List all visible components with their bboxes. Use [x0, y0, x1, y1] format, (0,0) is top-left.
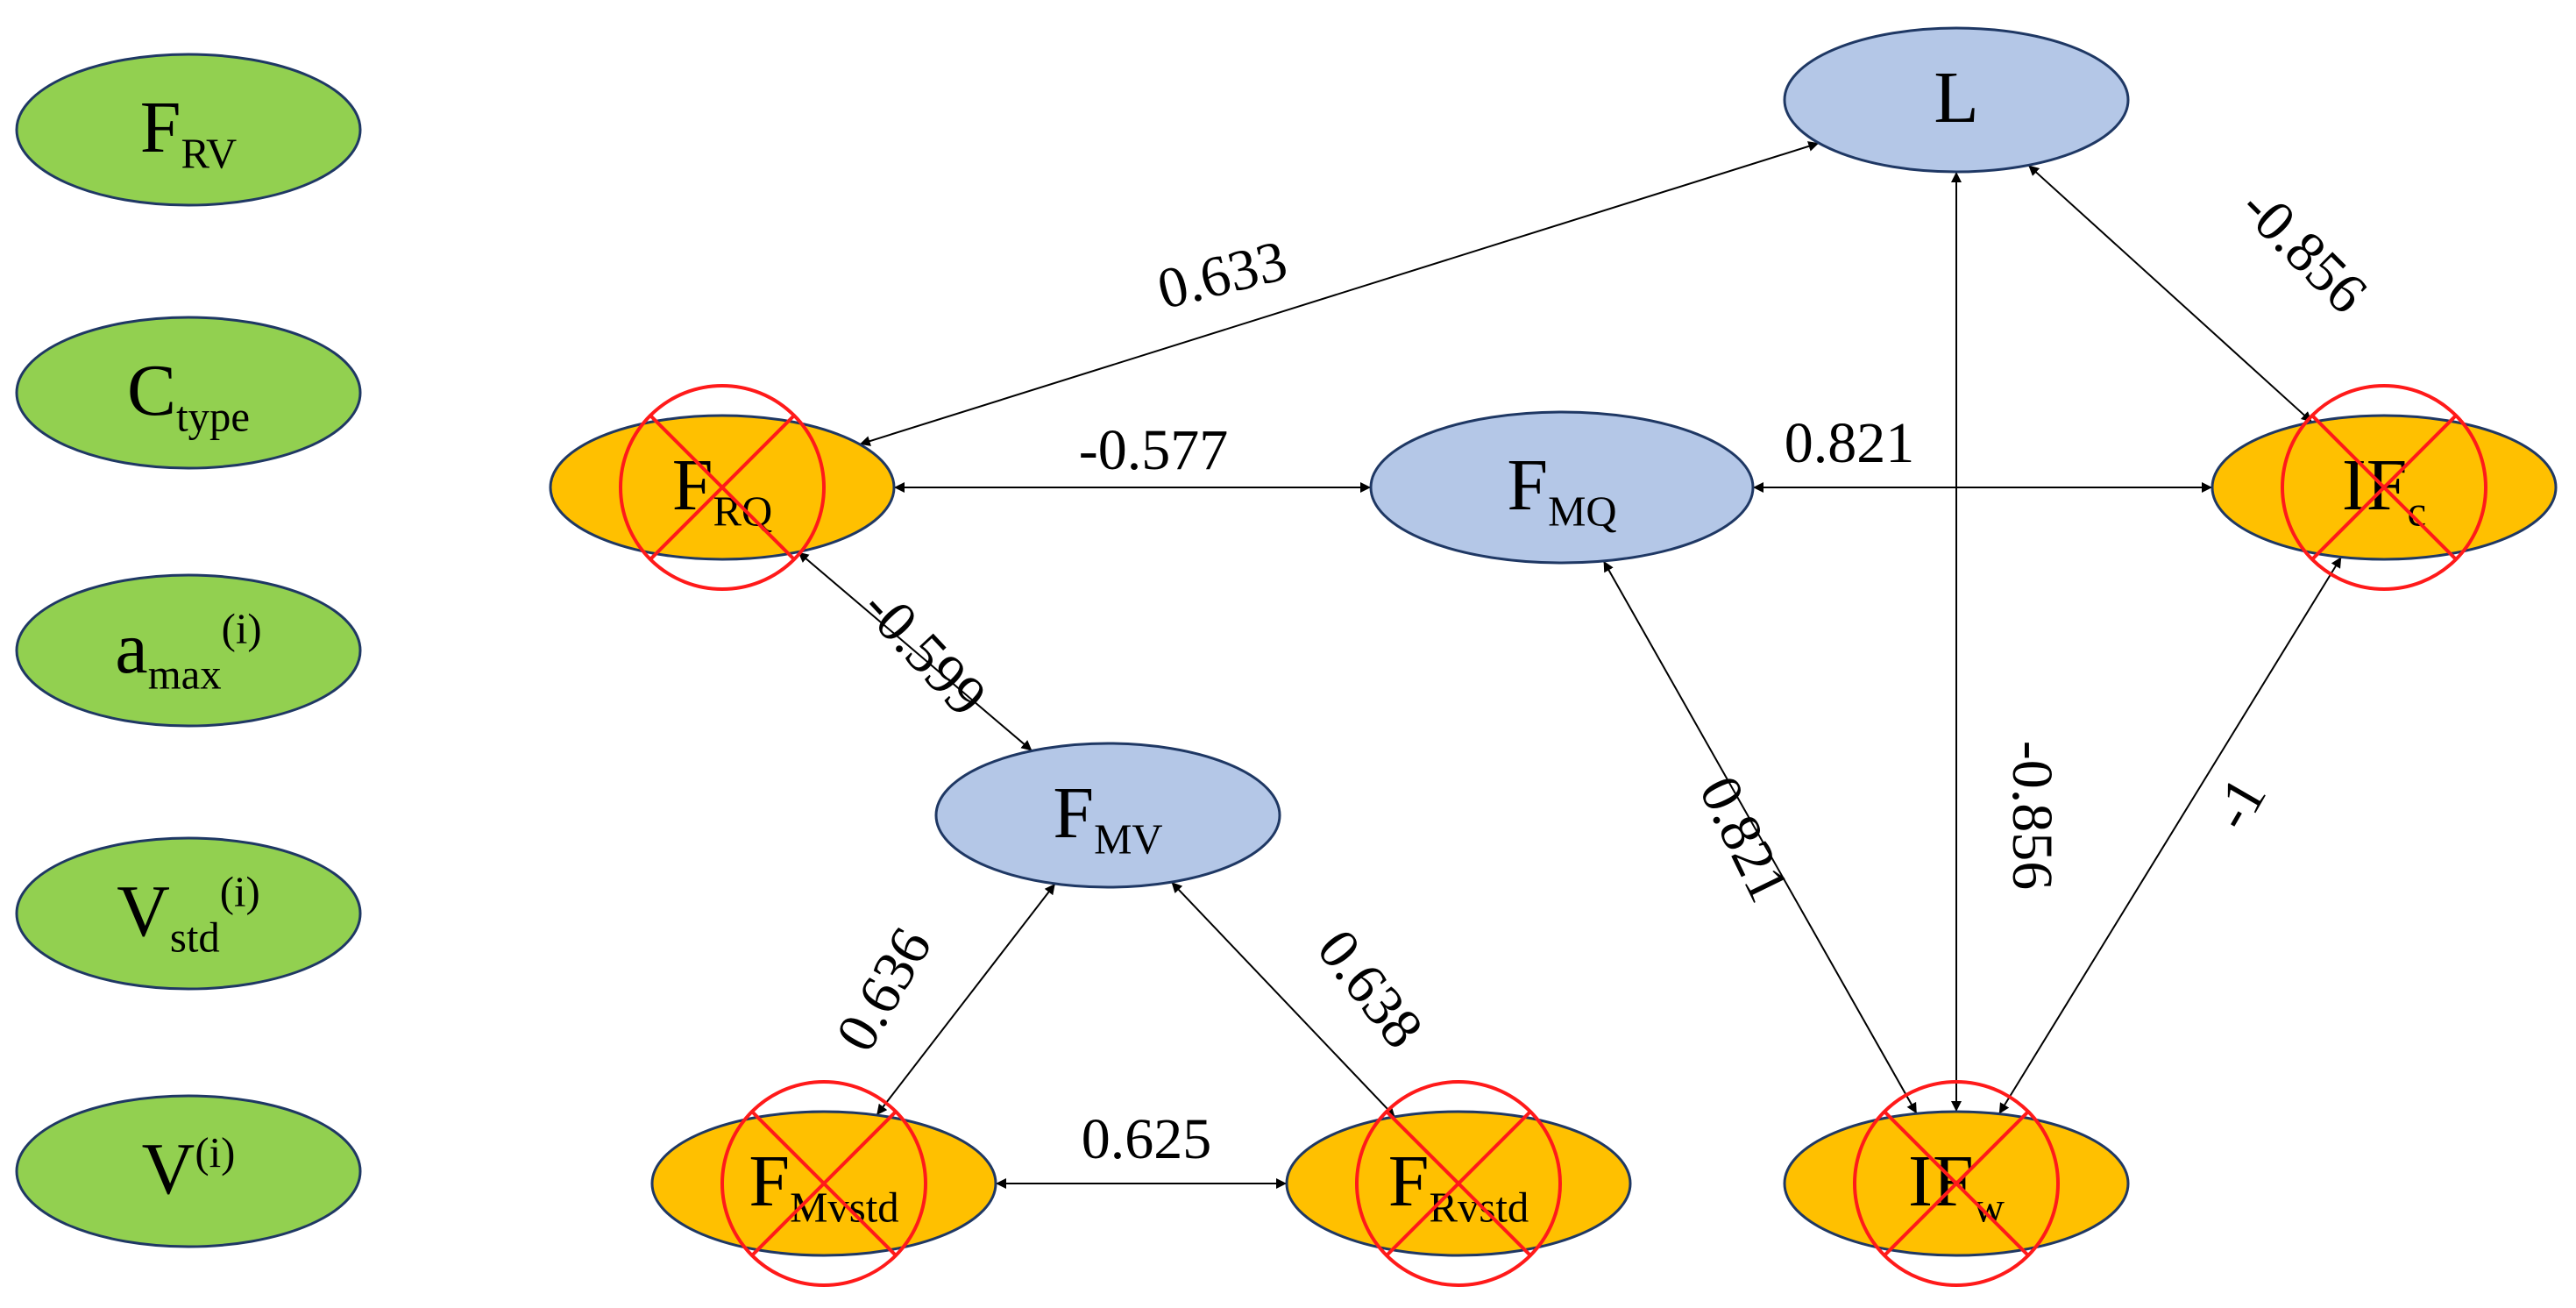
edges-layer: [797, 141, 2343, 1189]
node-ifw-main: IF: [1908, 1141, 1974, 1222]
node-amax-ellipse: [15, 573, 362, 728]
node-amax-sub: max: [148, 651, 222, 699]
node-fmq: FMQ: [1369, 410, 1755, 565]
node-fmvstd-label: FMvstd: [749, 1141, 898, 1231]
node-fmq-sub: MQ: [1548, 488, 1617, 536]
node-ctype-sub: type: [176, 394, 250, 441]
node-l-main: L: [1934, 57, 1978, 139]
node-frvstd: FRvstd: [1285, 1080, 1632, 1287]
node-l-ellipse: [1783, 26, 2130, 174]
node-vstd-main: V: [117, 871, 170, 952]
node-ifw: IFw: [1783, 1080, 2130, 1287]
node-frv-main: F: [140, 87, 181, 168]
edge-frq-fmv: [797, 551, 1033, 752]
node-fmv-ellipse: [934, 742, 1281, 889]
node-v-ellipse: [15, 1094, 362, 1248]
node-fmq-ellipse: [1369, 410, 1755, 565]
node-frq: FRQ: [549, 384, 896, 591]
node-ifw-label: IFw: [1908, 1141, 2005, 1231]
node-fmv-main: F: [1053, 772, 1094, 854]
node-frv-sub: RV: [181, 131, 237, 178]
node-ctype-label: Ctype: [127, 350, 250, 440]
edge-labels-layer: 0.633 -0.577 0.821 -0.856 -0.599 0.821 -0.856 -…: [824, 174, 2380, 1171]
node-amax: amax(i): [15, 573, 362, 728]
node-fmv-sub: MV: [1094, 816, 1163, 864]
edge-label-fmq-ifc: 0.821: [1785, 411, 1915, 475]
edge-label-fmq-ifw: 0.821: [1686, 766, 1801, 911]
edge-label-fmv-frvstd: 0.638: [1305, 918, 1436, 1060]
node-vstd: Vstd(i): [15, 836, 362, 991]
node-frvstd-sub: Rvstd: [1430, 1184, 1529, 1232]
node-frvstd-label: FRvstd: [1388, 1141, 1529, 1231]
node-fmq-label: FMQ: [1507, 444, 1616, 535]
edge-l-ifc: [2027, 164, 2313, 423]
node-vstd-ellipse: [15, 836, 362, 991]
node-ifc: IFc: [2211, 384, 2558, 591]
node-frv-ellipse: [15, 53, 362, 207]
edge-label-frq-fmq: -0.577: [1079, 418, 1228, 482]
removed-cross-icon: [1355, 1080, 1562, 1287]
node-vstd-sup: (i): [220, 869, 260, 916]
node-l: L: [1783, 26, 2130, 174]
node-ctype: Ctype: [15, 316, 362, 470]
removed-cross-icon: [720, 1080, 927, 1287]
node-amax-main: a: [115, 608, 147, 689]
node-frv-label: FRV: [140, 87, 238, 177]
edge-label-frq-l: 0.633: [1152, 228, 1294, 322]
edge-fmv-fmvstd: [876, 883, 1056, 1116]
node-ifc-label: IFc: [2342, 444, 2426, 535]
edge-label-ifc-ifw: -1: [2199, 767, 2279, 841]
edge-ifc-ifw: [1998, 556, 2343, 1115]
node-v-label: V(i): [142, 1128, 236, 1210]
node-fmv-label: FMV: [1053, 772, 1162, 863]
node-vstd-sub: std: [170, 914, 220, 962]
node-frvstd-main: F: [1388, 1141, 1430, 1222]
removed-cross-icon: [1853, 1080, 2060, 1287]
edge-fmv-frvstd: [1170, 881, 1396, 1118]
node-v-sup: (i): [195, 1129, 235, 1176]
node-fmv: FMV: [934, 742, 1281, 889]
node-frv: FRV: [15, 53, 362, 207]
node-v: V(i): [15, 1094, 362, 1248]
edge-label-fmvstd-frvstd: 0.625: [1082, 1107, 1212, 1171]
node-fmvstd-main: F: [749, 1141, 790, 1222]
node-amax-label: amax(i): [115, 606, 261, 699]
node-fmq-main: F: [1507, 444, 1548, 526]
edge-label-frq-fmv: -0.599: [850, 575, 999, 728]
edge-label-l-ifc: -0.856: [2228, 174, 2379, 325]
node-fmvstd: FMvstd: [650, 1080, 997, 1287]
node-ctype-main: C: [127, 350, 176, 431]
node-ctype-ellipse: [15, 316, 362, 470]
edge-fmq-ifw: [1602, 560, 1918, 1114]
node-vstd-label: Vstd(i): [117, 869, 260, 962]
edge-label-fmv-fmvstd: 0.636: [824, 917, 944, 1062]
node-amax-sup: (i): [222, 606, 262, 653]
edge-label-l-ifw: -0.856: [2000, 741, 2064, 890]
removed-cross-icon: [619, 384, 826, 591]
node-v-main: V: [142, 1128, 195, 1210]
edge-frq-l: [859, 141, 1820, 446]
node-l-label: L: [1934, 57, 1978, 139]
removed-cross-icon: [2281, 384, 2487, 591]
node-fmvstd-sub: Mvstd: [790, 1184, 899, 1232]
